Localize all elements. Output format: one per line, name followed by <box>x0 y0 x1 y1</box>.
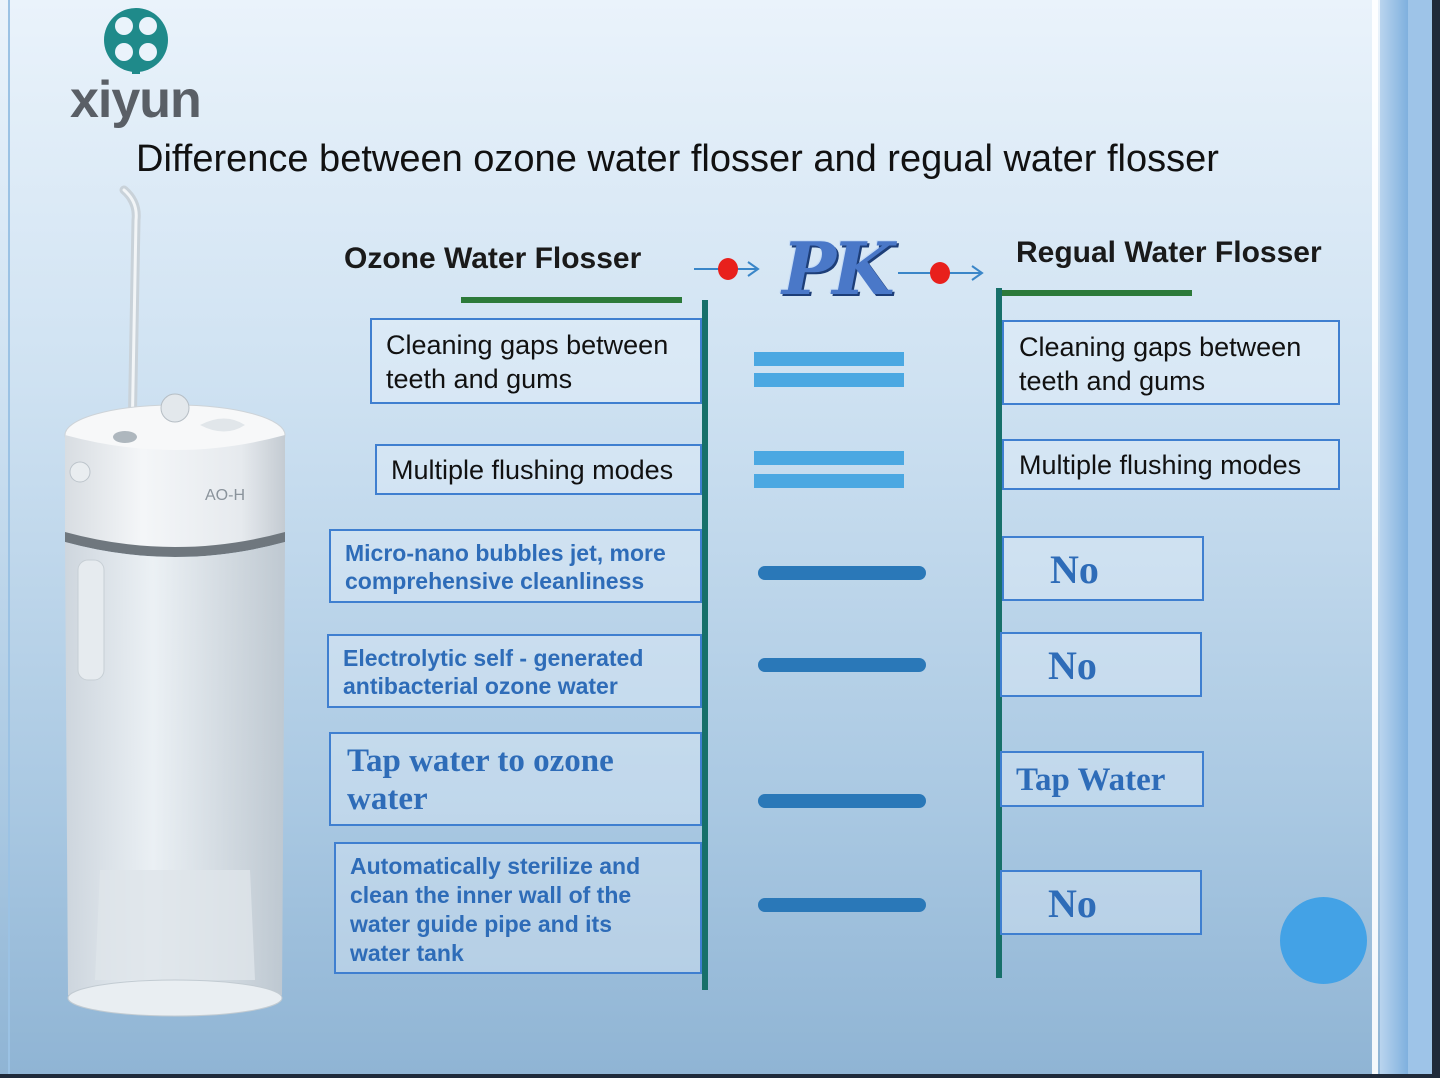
equal-sign-bar <box>754 352 904 366</box>
ozone-feature-box: Tap water to ozone water <box>329 732 702 826</box>
xiyun-logo-icon <box>104 8 168 74</box>
feature-text: water guide pipe and its <box>350 911 612 937</box>
difference-dash <box>758 898 926 912</box>
arrow-right-icon <box>694 258 760 280</box>
feature-text: Cleaning gaps between <box>1019 332 1302 362</box>
feature-text: Multiple flushing modes <box>1019 450 1302 480</box>
heading-underline <box>461 297 682 303</box>
regular-feature-box: Multiple flushing modes <box>1002 439 1340 490</box>
frame-right-border <box>1408 0 1432 1078</box>
regular-feature-box: No <box>1000 632 1202 697</box>
difference-dash <box>758 794 926 808</box>
ozone-feature-box: Automatically sterilize and clean the in… <box>334 842 702 974</box>
feature-text: water tank <box>350 940 464 966</box>
feature-text: water <box>347 781 428 817</box>
page-title: Difference between ozone water flosser a… <box>136 138 1219 180</box>
frame-bottom-edge <box>0 1074 1440 1078</box>
heading-underline <box>996 290 1192 296</box>
feature-text: Automatically sterilize and <box>350 853 641 879</box>
regular-feature-box: No <box>1002 536 1204 601</box>
equal-sign-bar <box>754 373 904 387</box>
ozone-feature-box: Electrolytic self - generated antibacter… <box>327 634 702 708</box>
feature-text: teeth and gums <box>386 364 573 394</box>
feature-text: No <box>1048 643 1097 688</box>
feature-text: No <box>1050 547 1099 592</box>
equal-sign-bar <box>754 451 904 465</box>
left-divider-line <box>702 300 708 990</box>
difference-dash <box>758 658 926 672</box>
svg-text:AO-H: AO-H <box>205 487 245 504</box>
frame-right-border <box>1380 0 1408 1078</box>
feature-text: Tap water to ozone <box>347 743 614 779</box>
feature-text: comprehensive cleanliness <box>345 568 645 594</box>
feature-text: Multiple flushing modes <box>391 455 674 485</box>
ozone-feature-box: Micro-nano bubbles jet, more comprehensi… <box>329 529 702 603</box>
feature-text: Tap Water <box>1016 762 1166 798</box>
equal-sign-bar <box>754 474 904 488</box>
arrow-right-icon <box>898 262 984 284</box>
ozone-feature-box: Multiple flushing modes <box>375 444 702 495</box>
regular-feature-box: Cleaning gaps between teeth and gums <box>1002 320 1340 405</box>
ozone-flosser-heading: Ozone Water Flosser <box>344 242 642 275</box>
regular-feature-box: Tap Water <box>1000 751 1204 807</box>
feature-text: antibacterial ozone water <box>343 673 618 699</box>
difference-dash <box>758 566 926 580</box>
regular-feature-box: No <box>1000 870 1202 935</box>
feature-text: Micro-nano bubbles jet, more <box>345 540 666 566</box>
frame-left-border <box>8 0 10 1078</box>
right-divider-line <box>996 288 1002 978</box>
ozone-feature-box: Cleaning gaps between teeth and gums <box>370 318 702 404</box>
circle-button[interactable] <box>1280 897 1367 984</box>
regular-flosser-heading: Regual Water Flosser <box>1016 236 1322 269</box>
feature-text: teeth and gums <box>1019 366 1206 396</box>
water-flosser-device-image: AO-H <box>64 185 286 1017</box>
feature-text: clean the inner wall of the <box>350 882 632 908</box>
pk-label: PK <box>782 226 895 311</box>
feature-text: Cleaning gaps between <box>386 330 669 360</box>
feature-text: No <box>1048 881 1097 926</box>
frame-right-edge <box>1432 0 1440 1078</box>
logo-text: xiyun <box>70 71 202 129</box>
feature-text: Electrolytic self - generated <box>343 645 644 671</box>
frame-right-border <box>1372 0 1378 1078</box>
